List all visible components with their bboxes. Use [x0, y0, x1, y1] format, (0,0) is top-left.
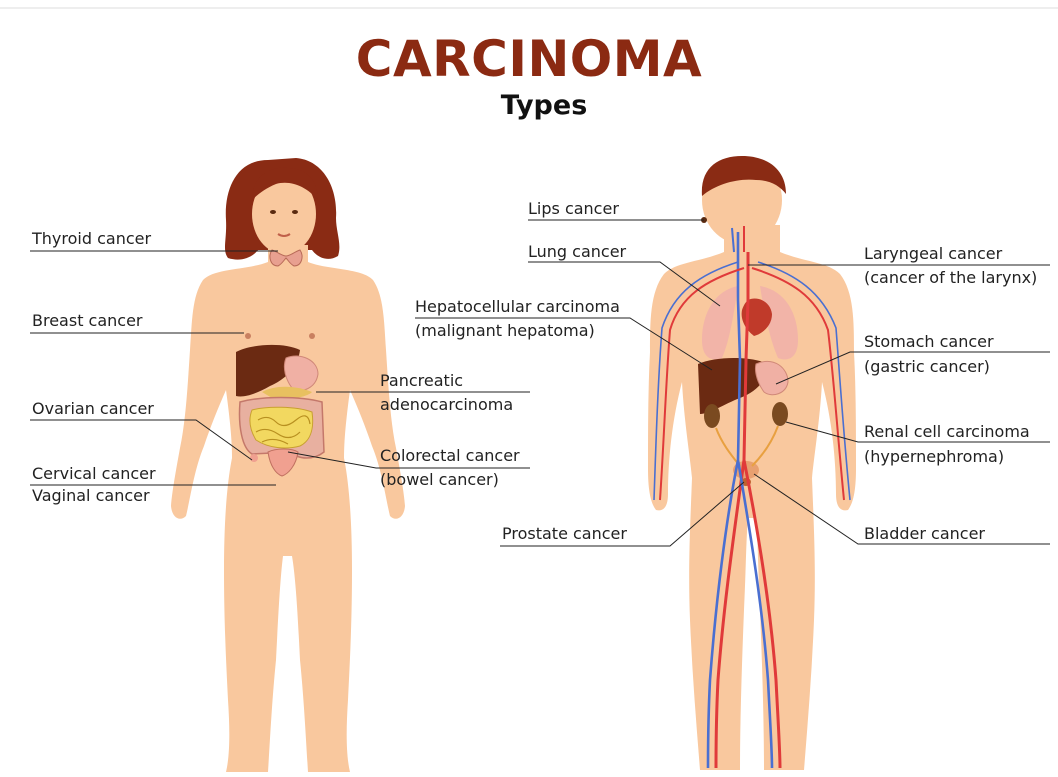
label-lips-cancer: Lips cancer — [528, 198, 619, 220]
label-lung-cancer: Lung cancer — [528, 241, 626, 263]
label-breast-cancer: Breast cancer — [32, 310, 143, 332]
label-colorectal-2: (bowel cancer) — [380, 469, 499, 491]
label-pancreatic-2: adenocarcinoma — [380, 394, 513, 416]
male-kidney-right — [772, 402, 788, 426]
label-renal-2: (hypernephroma) — [864, 446, 1004, 468]
label-hepatocellular-1: Hepatocellular carcinoma — [415, 296, 620, 318]
label-colorectal-1: Colorectal cancer — [380, 445, 520, 467]
label-stomach-1: Stomach cancer — [864, 331, 994, 353]
female-eye-right — [292, 210, 298, 214]
label-hepatocellular-2: (malignant hepatoma) — [415, 320, 595, 342]
male-kidney-left — [704, 404, 720, 428]
label-bladder-cancer: Bladder cancer — [864, 523, 985, 545]
label-thyroid-cancer: Thyroid cancer — [32, 228, 151, 250]
label-prostate-cancer: Prostate cancer — [502, 523, 627, 545]
female-breast-right — [309, 333, 315, 339]
label-pancreatic-1: Pancreatic — [380, 370, 463, 392]
label-stomach-2: (gastric cancer) — [864, 356, 990, 378]
female-intestine — [250, 407, 313, 448]
label-vaginal-cancer: Vaginal cancer — [32, 485, 150, 507]
label-ovarian-cancer: Ovarian cancer — [32, 398, 154, 420]
label-cervical-cancer: Cervical cancer — [32, 463, 156, 485]
female-breast-left — [245, 333, 251, 339]
page-title: CARCINOMA — [0, 30, 1058, 88]
label-renal-1: Renal cell carcinoma — [864, 421, 1030, 443]
line-ovarian — [30, 420, 252, 460]
female-figure — [171, 158, 405, 772]
label-laryngeal-2: (cancer of the larynx) — [864, 267, 1037, 289]
label-laryngeal-1: Laryngeal cancer — [864, 243, 1002, 265]
female-ovary — [250, 454, 258, 462]
page-subtitle: Types — [0, 90, 1058, 121]
male-figure — [648, 156, 856, 770]
female-body — [171, 245, 405, 772]
female-eye-left — [270, 210, 276, 214]
